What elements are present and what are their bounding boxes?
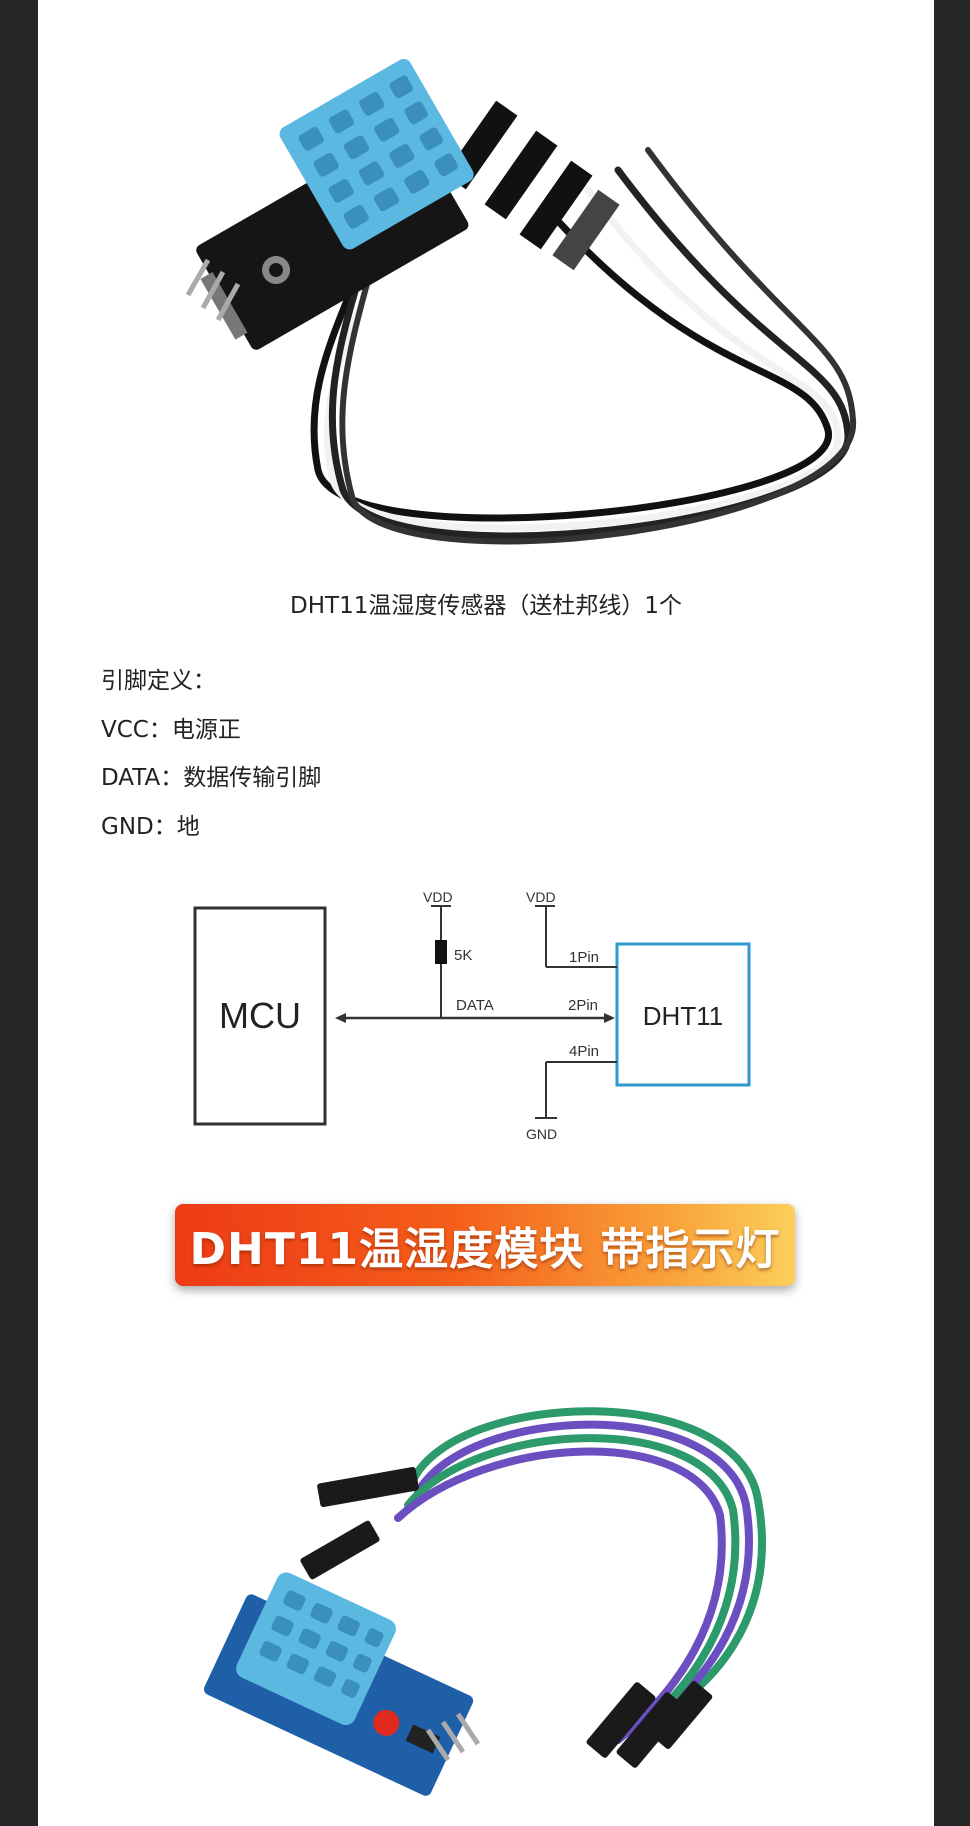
mcu-box [193,906,327,1126]
gnd-label: GND [526,1126,557,1142]
pin-definitions-title: 引脚定义： [101,668,216,694]
vdd-left-label: VDD [423,889,453,905]
product-photo-dht11-led [203,1407,766,1796]
pin4-label: 4Pin [569,1043,599,1060]
pin-data: DATA：数据传输引脚 [101,765,322,791]
product-photo-dht11-black [185,59,857,545]
module-banner: DHT11温湿度模块 带指示灯 [175,1204,795,1286]
data-line-label: DATA [456,997,494,1014]
pin-definitions: 引脚定义： VCC：电源正 DATA：数据传输引脚 GND：地 [101,662,321,856]
product-detail-page: DHT11温湿度传感器（送杜邦线）1个 引脚定义： VCC：电源正 DATA：数… [38,0,934,1826]
resistor-5k [435,940,447,964]
product-caption: DHT11温湿度传感器（送杜邦线）1个 [290,593,682,619]
resistor-label: 5K [454,947,472,964]
banner-title: DHT11温湿度模块 带指示灯 [189,1224,781,1275]
pin1-label: 1Pin [569,949,599,966]
pin-gnd: GND：地 [101,813,200,840]
wiring-schematic: MCU DHT11 DATA 2Pin VDD 5K VDD 1Pin 4Pin… [193,889,751,1142]
vdd-right-label: VDD [526,889,556,905]
pin-vcc: VCC：电源正 [101,716,241,743]
pin2-label: 2Pin [568,997,598,1014]
dht11-label: DHT11 [643,1001,723,1031]
dht11-box [615,942,751,1087]
mcu-label: MCU [219,995,301,1036]
